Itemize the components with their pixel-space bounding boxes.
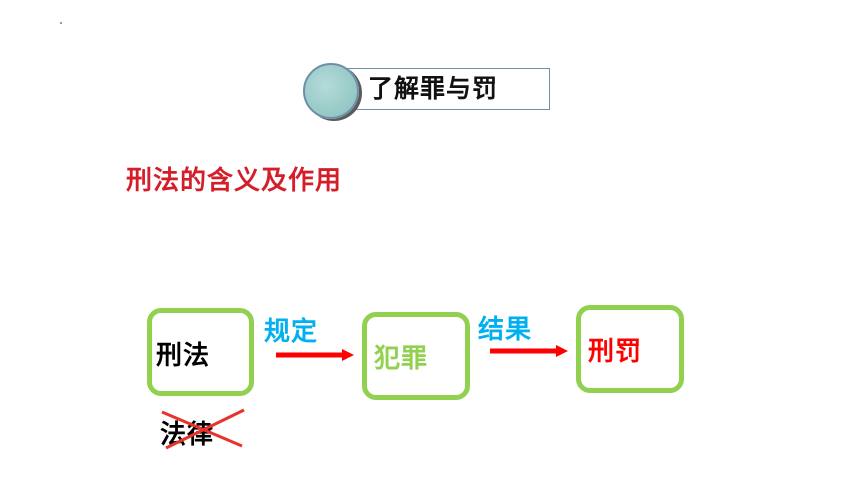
criminal-law-label: 刑法 [156, 341, 211, 371]
dot-mark [60, 22, 62, 24]
punishment-label: 刑罚 [588, 337, 643, 367]
slide-title: 了解罪与罚 [368, 74, 499, 103]
regulate-label: 规定 [264, 317, 319, 347]
crime-box [362, 312, 470, 400]
criminal-law-box [147, 308, 254, 396]
result-label: 结果 [478, 315, 533, 345]
crime-label: 犯罪 [374, 344, 429, 374]
arrow-right-icon [490, 345, 568, 357]
title-circle-icon [303, 63, 359, 119]
title-box [330, 68, 550, 110]
cross-out-icon [161, 408, 245, 450]
subtitle: 刑法的含义及作用 [126, 166, 343, 196]
punishment-box [576, 305, 684, 393]
arrow-right-icon [276, 349, 354, 361]
